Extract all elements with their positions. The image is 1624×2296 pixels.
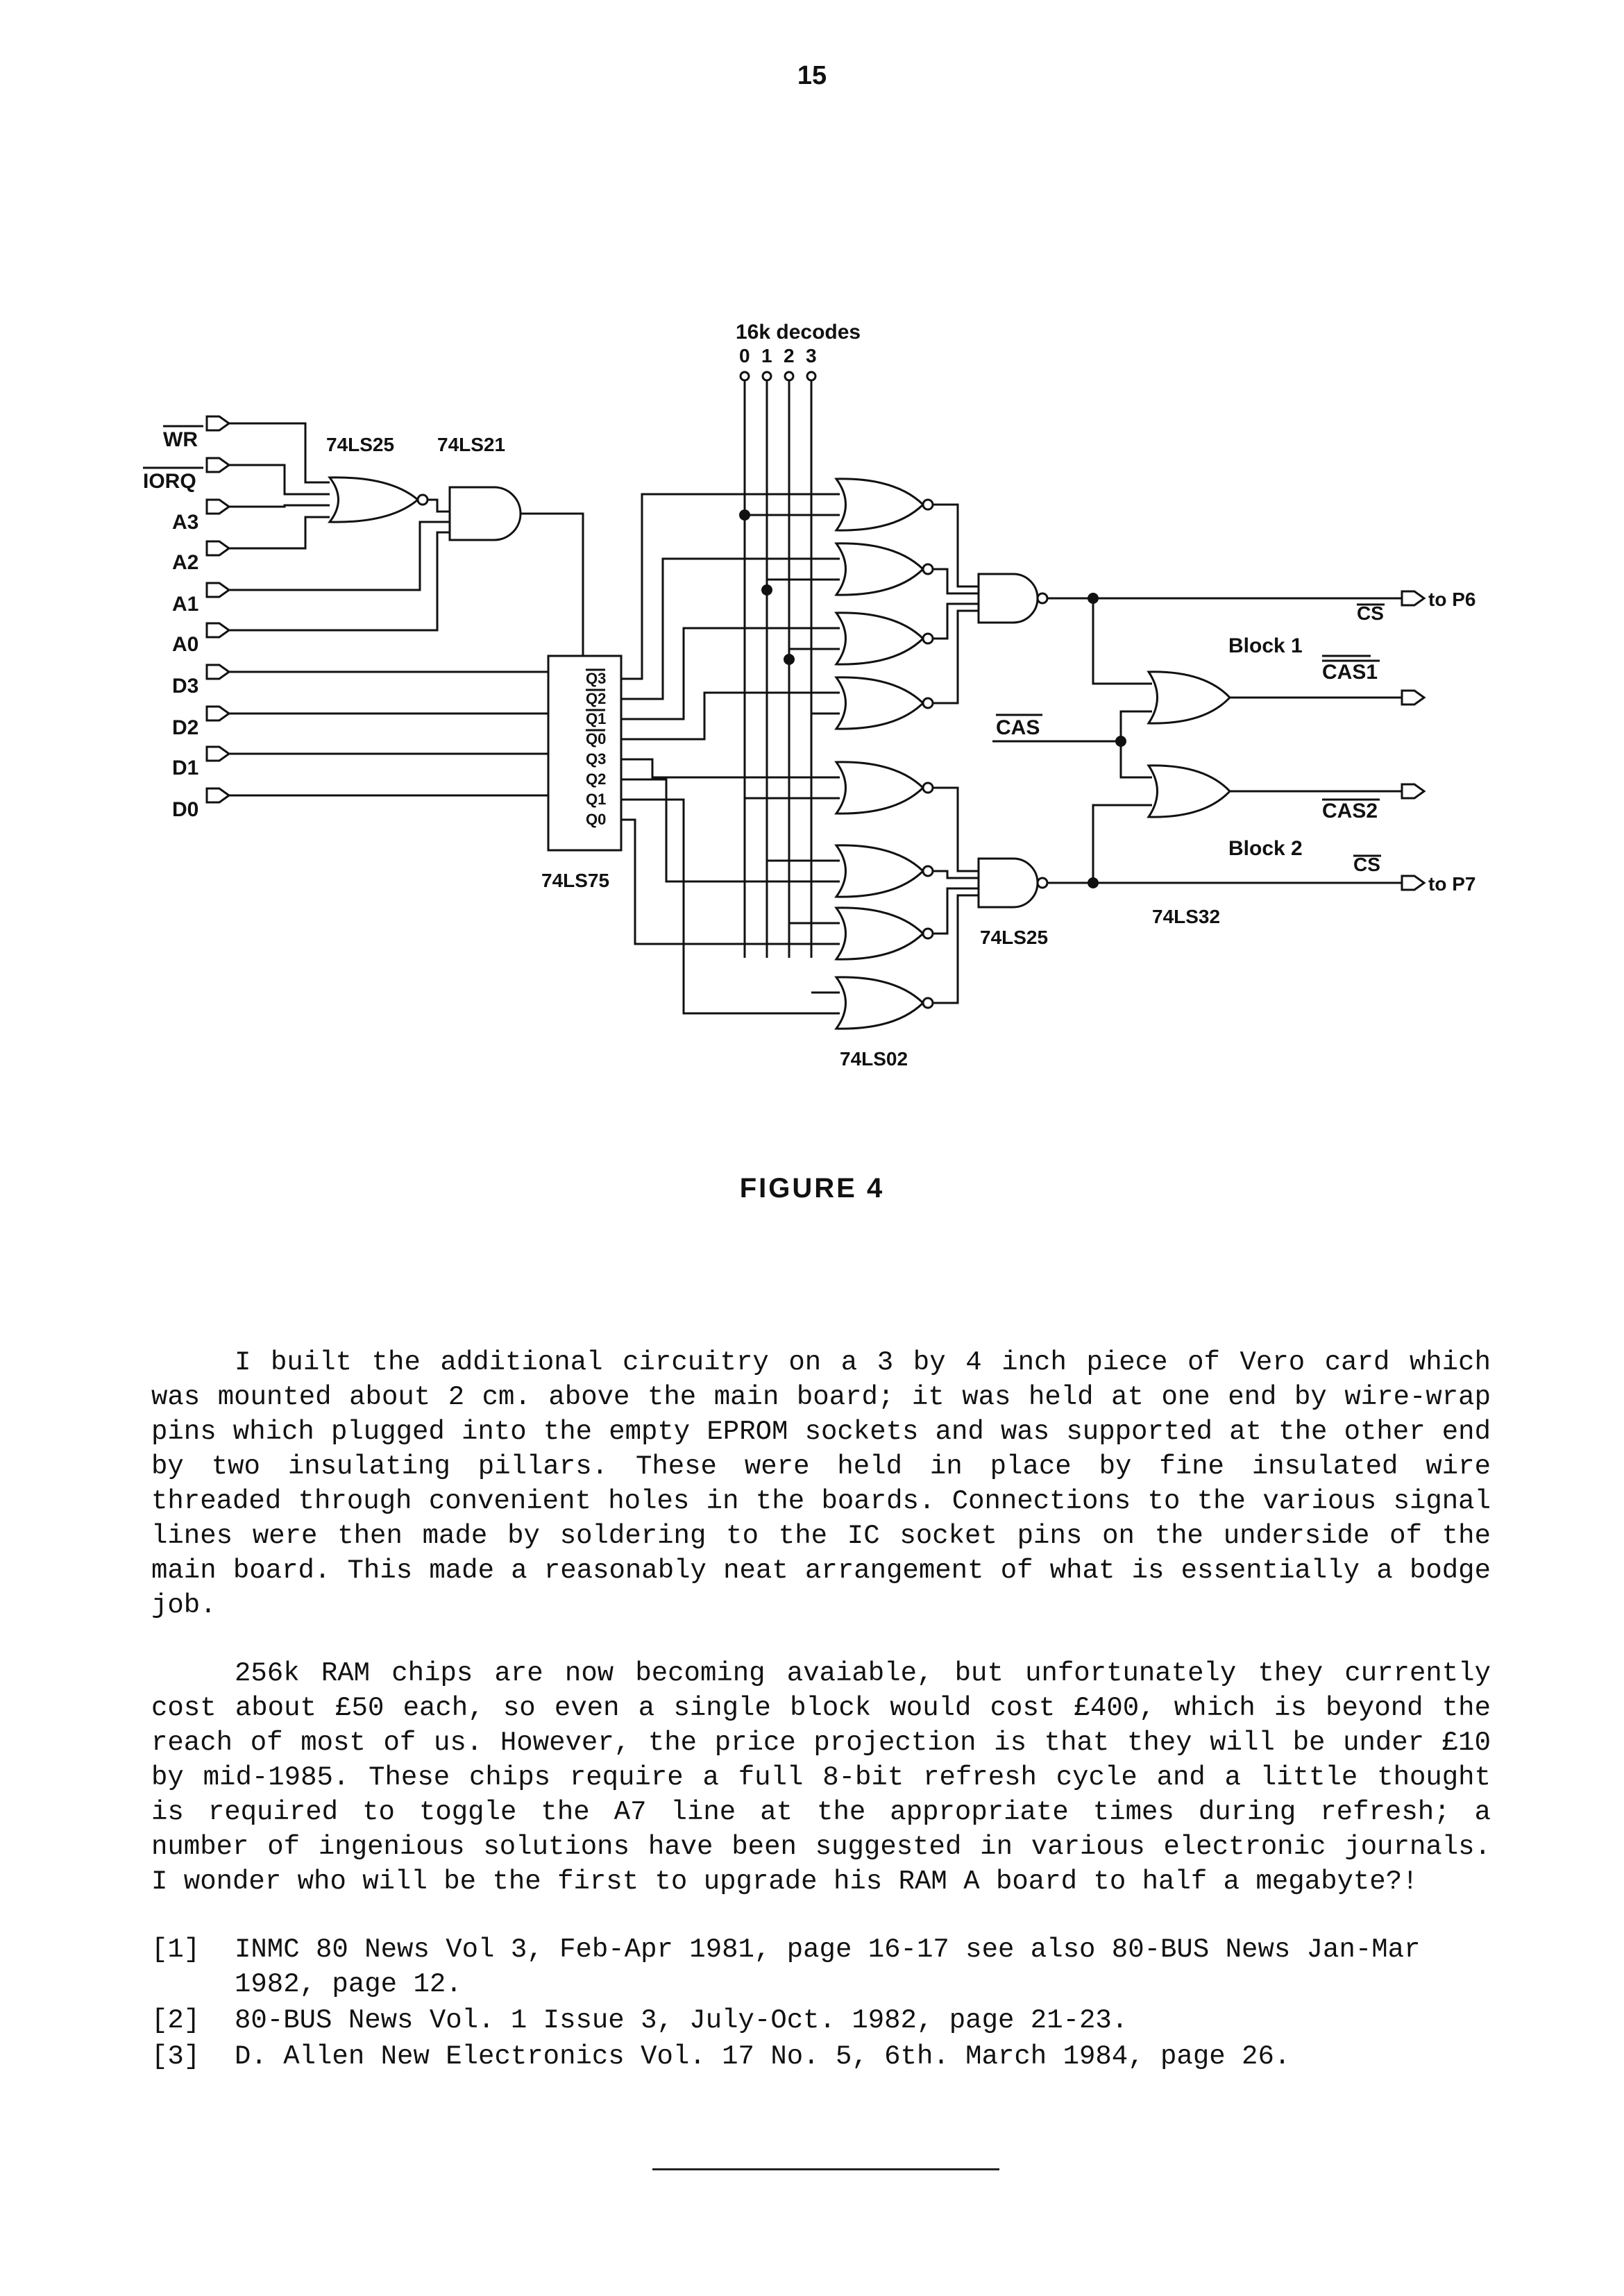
input-wiring bbox=[229, 422, 548, 797]
reference-text: INMC 80 News Vol 3, Feb-Apr 1981, page 1… bbox=[235, 1934, 1421, 2000]
reference-item: [2] 80-BUS News Vol. 1 Issue 3, July-Oct… bbox=[151, 2003, 1491, 2038]
reference-number: [1] bbox=[151, 1934, 201, 1965]
gates-74ls32-or bbox=[1147, 670, 1232, 818]
reference-item: [1] INMC 80 News Vol 3, Feb-Apr 1981, pa… bbox=[151, 1932, 1491, 2002]
reference-list: [1] INMC 80 News Vol 3, Feb-Apr 1981, pa… bbox=[151, 1932, 1491, 2074]
body-text: I built the additional circuitry on a 3 … bbox=[151, 1345, 1491, 2075]
input-a3: A3 bbox=[172, 511, 198, 534]
latch-74ls75: Q3 Q2 Q1 Q0 Q3 Q2 Q1 Q0 bbox=[547, 655, 623, 852]
latch-pin: Q1 bbox=[586, 710, 606, 727]
input-d3: D3 bbox=[172, 675, 198, 698]
chip-label-ls25-bottom: 74LS25 bbox=[980, 927, 1048, 948]
latch-pin: Q0 bbox=[586, 811, 606, 828]
latch-pin: Q1 bbox=[586, 791, 606, 808]
input-a1: A1 bbox=[172, 593, 198, 616]
input-d1: D1 bbox=[172, 757, 198, 779]
wire-ls25-to-ls21 bbox=[428, 498, 450, 513]
input-wr: WR bbox=[163, 428, 198, 451]
input-a2: A2 bbox=[172, 551, 198, 574]
reference-number: [2] bbox=[151, 2005, 201, 2036]
reference-item: [3] D. Allen New Electronics Vol. 17 No.… bbox=[151, 2039, 1491, 2074]
input-connectors bbox=[205, 415, 231, 804]
chip-label-ls75: 74LS75 bbox=[541, 870, 609, 891]
chip-label-ls25-top: 74LS25 bbox=[326, 434, 394, 455]
reference-number: [3] bbox=[151, 2041, 201, 2072]
block1-label: Block 1 bbox=[1228, 634, 1303, 657]
decodes-title: 16k decodes bbox=[736, 321, 861, 344]
latch-pin: Q2 bbox=[586, 770, 606, 788]
latch-pin: Q3 bbox=[586, 670, 606, 687]
output-wiring bbox=[992, 597, 1402, 884]
cas2-label: CAS2 bbox=[1322, 800, 1378, 822]
figure-4-schematic: 16k decodes 0 1 2 3 WR IORQ A3 A2 A1 A0 … bbox=[143, 321, 1475, 1070]
output-connectors bbox=[1401, 590, 1426, 891]
cs-label-1: CS bbox=[1357, 602, 1384, 624]
cas1-label: CAS1 bbox=[1322, 661, 1378, 684]
chip-label-ls32: 74LS32 bbox=[1152, 906, 1220, 927]
latch-output-wiring bbox=[621, 493, 840, 1015]
nor-to-nand-wiring bbox=[933, 503, 979, 1004]
gate-74ls25-nor bbox=[327, 476, 429, 523]
paragraph-256k-ram: 256k RAM chips are now becoming avaiable… bbox=[151, 1658, 1491, 1897]
decode-numbers: 0 1 2 3 bbox=[739, 345, 817, 366]
decode-number: 2 bbox=[784, 345, 795, 366]
decode-wiring bbox=[745, 514, 840, 994]
to-p6-label: to P6 bbox=[1428, 589, 1475, 610]
decode-number: 0 bbox=[739, 345, 750, 366]
block2-label: Block 2 bbox=[1228, 837, 1303, 860]
decode-number: 1 bbox=[761, 345, 772, 366]
gate-74ls21-and bbox=[448, 486, 522, 541]
input-iorq: IORQ bbox=[143, 470, 196, 493]
latch-pin: Q2 bbox=[586, 690, 606, 707]
figure-caption: FIGURE 4 bbox=[739, 1173, 885, 1204]
input-a0: A0 bbox=[172, 633, 198, 656]
chip-label-ls02: 74LS02 bbox=[840, 1048, 908, 1070]
page-number: 15 bbox=[797, 61, 827, 90]
latch-pin: Q3 bbox=[586, 750, 606, 768]
paragraph-vero-card: I built the additional circuitry on a 3 … bbox=[151, 1347, 1491, 1621]
reference-text: D. Allen New Electronics Vol. 17 No. 5, … bbox=[235, 2041, 1291, 2072]
input-labels: WR IORQ A3 A2 A1 A0 D3 D2 D1 D0 bbox=[143, 425, 203, 821]
end-rule bbox=[652, 2168, 999, 2170]
cas-label: CAS bbox=[996, 716, 1040, 739]
gates-74ls25-nand bbox=[977, 573, 1049, 909]
decode-terminals bbox=[739, 371, 817, 958]
latch-pin: Q0 bbox=[586, 730, 606, 748]
chip-label-ls21: 74LS21 bbox=[437, 434, 505, 455]
gates-74ls02 bbox=[834, 478, 934, 1030]
decode-number: 3 bbox=[806, 345, 817, 366]
cs-label-2: CS bbox=[1353, 854, 1380, 875]
to-p7-label: to P7 bbox=[1428, 873, 1475, 895]
reference-text: 80-BUS News Vol. 1 Issue 3, July-Oct. 19… bbox=[235, 2005, 1128, 2036]
junction-dots bbox=[739, 509, 1126, 888]
input-d2: D2 bbox=[172, 716, 198, 739]
input-d0: D0 bbox=[172, 798, 198, 821]
